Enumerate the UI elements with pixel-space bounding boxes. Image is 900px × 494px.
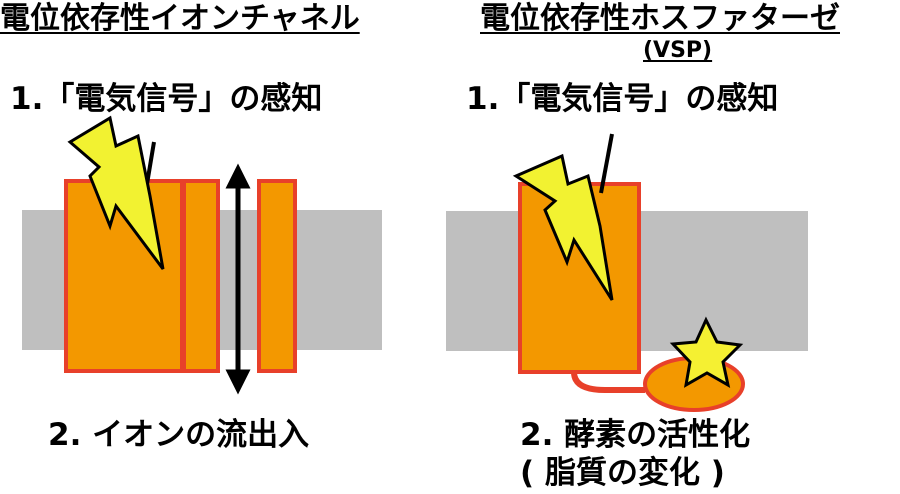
right-enzyme-label: 2. 酵素の活性化 (520, 417, 751, 453)
right-subtitle: (VSP) (643, 38, 713, 63)
right-lightning-bolt (512, 153, 614, 301)
right-title: 電位依存性ホスファターゼ (480, 1, 840, 36)
activation-star-icon (669, 316, 744, 388)
linker (571, 371, 645, 393)
right-voltage-sensor-block (518, 182, 641, 374)
left-flow-label: 2. イオンの流出入 (48, 417, 310, 453)
left-pore-block-inner (182, 179, 220, 373)
left-lightning-bolt (67, 115, 165, 270)
left-title: 電位依存性イオンチャネル (0, 1, 360, 36)
right-lipid-label: ( 脂質の変化 ) (520, 455, 725, 491)
left-pore-block-outer (257, 179, 297, 373)
right-sensing-label: 1.「電気信号」の感知 (466, 81, 779, 117)
right-pointer-line (599, 133, 614, 194)
left-sensing-label: 1.「電気信号」の感知 (10, 81, 323, 117)
